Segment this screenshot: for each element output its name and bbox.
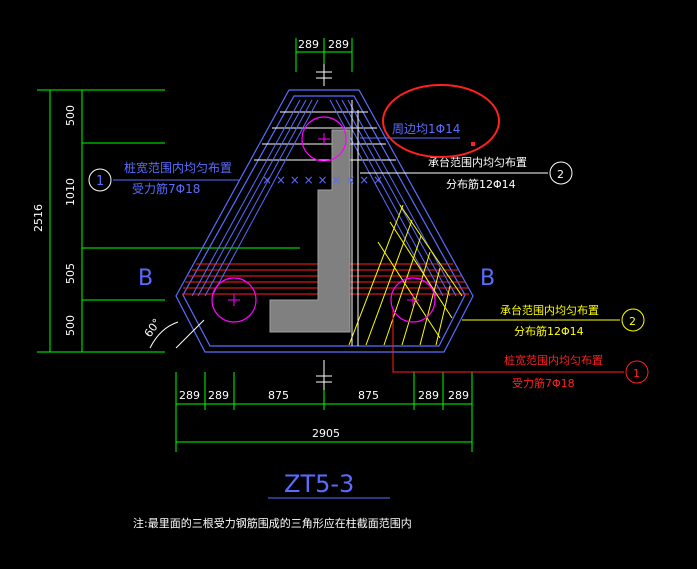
drawing-title: ZT5-3 — [284, 470, 354, 498]
bottom-dim-1: 289 — [179, 389, 200, 402]
pile-center-marks — [228, 133, 419, 306]
callout-right-bubble — [549, 161, 573, 185]
left-dim-1: 500 — [64, 105, 77, 126]
left-dim-total: 2516 — [32, 204, 45, 232]
callout-red-line1: 桩宽范围内均匀布置 — [504, 353, 603, 367]
yellow-rebar-diagonals — [348, 204, 463, 346]
drawing-note: 注:最里面的三根受力钢筋围成的三角形应在柱截面范围内 — [133, 516, 412, 530]
highlight-ellipse — [382, 84, 500, 158]
top-dim-2: 289 — [328, 38, 349, 51]
callout-red-bubble — [625, 360, 649, 384]
callout-right-line1: 承台范围内均匀布置 — [428, 155, 527, 169]
callout-red-num: 1 — [633, 367, 640, 380]
column-section — [269, 129, 351, 333]
bottom-dim-5: 289 — [418, 389, 439, 402]
bottom-dim-2: 289 — [208, 389, 229, 402]
ellipse-handle — [471, 142, 475, 146]
callout-yellow-line1: 承台范围内均匀布置 — [500, 303, 599, 317]
section-mark-left: B — [138, 266, 153, 291]
callout-yellow-num: 2 — [629, 315, 636, 328]
left-dim-4: 500 — [64, 315, 77, 336]
bottom-dim-3: 875 — [268, 389, 289, 402]
angle-mark — [149, 319, 205, 349]
left-dim-2: 1010 — [64, 178, 77, 206]
pile-circles — [211, 116, 436, 323]
callout-left-line1: 桩宽范围内均匀布置 — [124, 160, 232, 175]
stirrup-marks: × × × × × × × × × — [262, 173, 383, 187]
callout-left-bubble — [88, 168, 112, 192]
svg-text:× × × × × × × × ×: × × × × × × × × × — [262, 173, 383, 187]
callout-yellow-bubble — [621, 308, 645, 332]
bottom-dimension — [175, 372, 473, 452]
left-dimension — [37, 89, 300, 353]
bottom-dim-total: 2905 — [312, 427, 340, 440]
bottom-dim-6: 289 — [448, 389, 469, 402]
callout-yellow-line2: 分布筋12Φ14 — [514, 324, 584, 338]
bottom-dim-4: 875 — [358, 389, 379, 402]
white-vertical-bars — [351, 100, 359, 346]
top-dimension — [295, 38, 353, 72]
callout-red-line2: 受力筋7Φ18 — [512, 376, 575, 390]
center-axis — [316, 64, 332, 390]
callout-left-line2: 受力筋7Φ18 — [132, 181, 200, 196]
callout-red-leader — [392, 310, 624, 373]
callout-right-num: 2 — [557, 168, 564, 181]
section-mark-right: B — [480, 266, 495, 291]
top-dim-1: 289 — [298, 38, 319, 51]
pile-cap-outline — [175, 89, 474, 353]
callout-edge-text: 周边均1Φ14 — [392, 122, 460, 136]
callout-left-num: 1 — [96, 174, 104, 189]
callout-right-line2: 分布筋12Φ14 — [446, 177, 516, 191]
left-dim-3: 505 — [64, 263, 77, 284]
angle-label: 60° — [142, 316, 164, 339]
